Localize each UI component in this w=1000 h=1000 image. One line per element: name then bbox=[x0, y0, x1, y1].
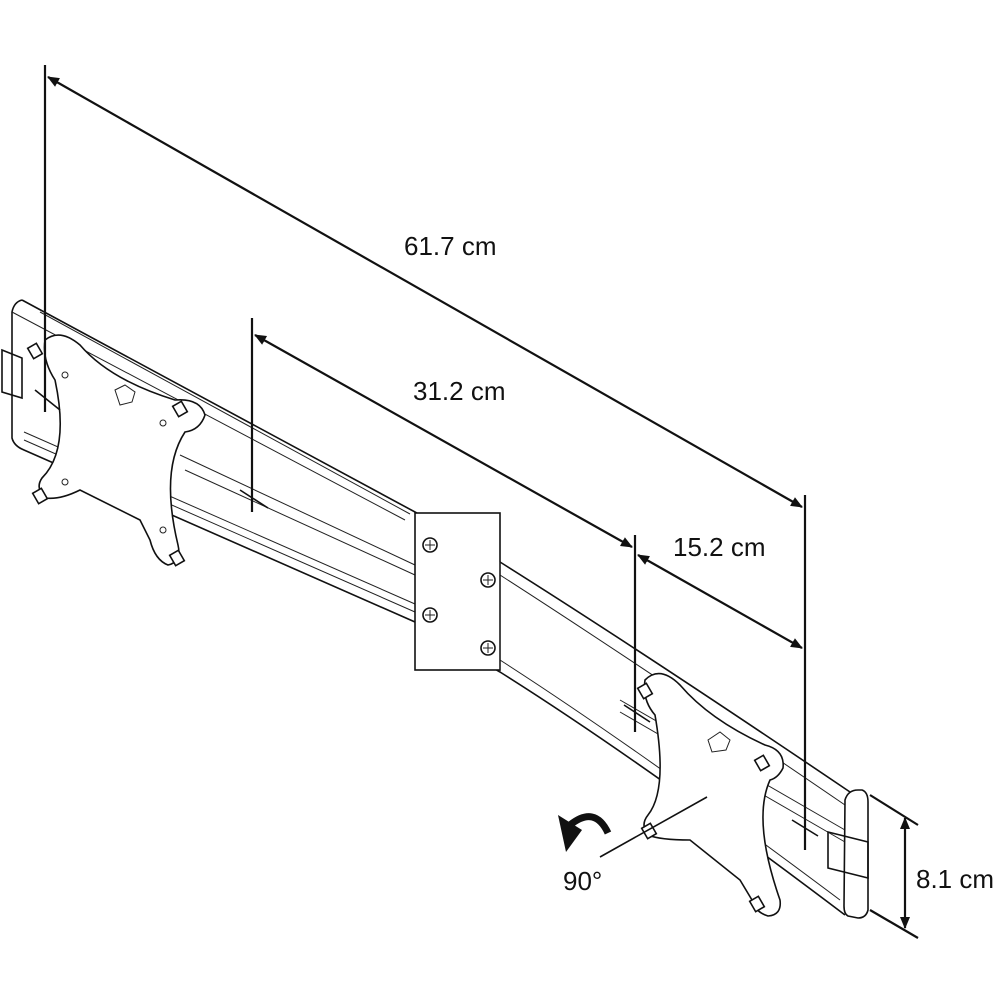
right-end-cap bbox=[827, 789, 869, 919]
rotate-90-arrow-icon bbox=[558, 813, 612, 852]
dimension-31-2 bbox=[250, 318, 637, 732]
rotation-label: 90° bbox=[563, 866, 603, 896]
right-vesa-plate bbox=[636, 672, 784, 917]
overall-width-label: 61.7 cm bbox=[404, 231, 497, 261]
dimension-15-2 bbox=[637, 554, 803, 649]
left-end-cap-logo bbox=[1, 348, 23, 400]
height-label: 8.1 cm bbox=[916, 864, 995, 894]
dimension-61-7 bbox=[43, 65, 807, 850]
inner-width-label: 31.2 cm bbox=[413, 376, 506, 406]
end-offset-label: 15.2 cm bbox=[673, 532, 766, 562]
dimension-8-1 bbox=[869, 794, 919, 939]
left-vesa-plate bbox=[26, 334, 206, 567]
